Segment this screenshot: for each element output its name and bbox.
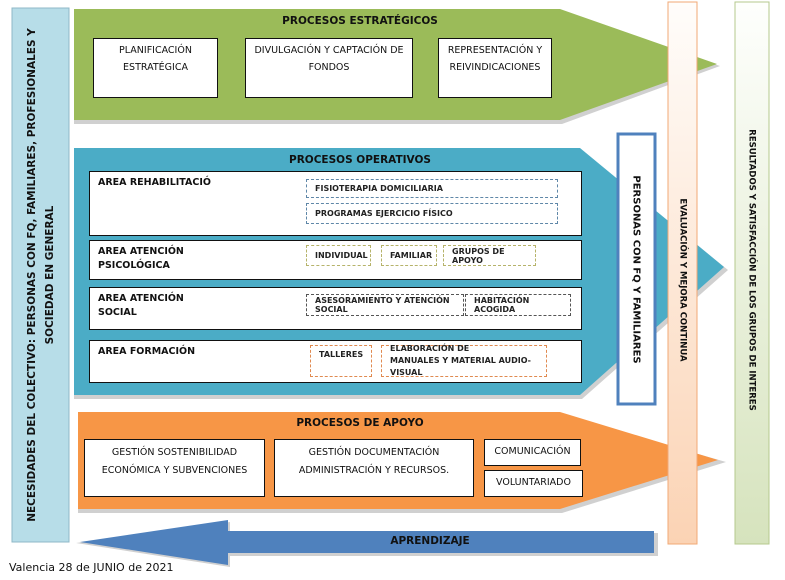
chip-asesoramiento[interactable]: ASESORAMIENTO Y ATENCIÓN SOCIAL <box>306 294 464 316</box>
apoyo-box-comunicacion[interactable]: COMUNICACIÓN <box>484 439 581 466</box>
estrategicos-box-representacion[interactable]: REPRESENTACIÓN Y REIVINDICACIONES <box>438 38 552 98</box>
chip-programas-ejercicio[interactable]: PROGRAMAS EJERCICIO FÍSICO <box>306 203 558 224</box>
box-line1: REPRESENTACIÓN Y <box>447 45 543 56</box>
box-line1: PLANIFICACIÓN <box>119 45 192 56</box>
box-line2: ADMINISTRACIÓN Y RECURSOS. <box>298 465 450 476</box>
evaluacion-bar-label: EVALUACIÓN Y MEJORA CONTINUA <box>668 160 697 400</box>
box-line1: VOLUNTARIADO <box>496 477 571 488</box>
area-social-label: AREA ATENCIÓN SOCIAL <box>98 292 184 320</box>
chip-label: INDIVIDUAL <box>315 251 368 260</box>
resultados-bar-label: RESULTADOS Y SATISFACCIÓN DE LOS GRUPOS … <box>735 120 769 420</box>
left-bar-line2: SOCIEDAD EN GENERAL <box>43 205 56 345</box>
area-rehabilitacion-label: AREA REHABILITACIÓ <box>98 177 211 188</box>
left-bar-line1: NECESIDADES DEL COLECTIVO: PERSONAS CON … <box>25 28 38 522</box>
apoyo-box-voluntariado[interactable]: VOLUNTARIADO <box>484 470 583 497</box>
box-line2: FONDOS <box>308 62 350 73</box>
area-psicologica-label: AREA ATENCIÓN PSICOLÓGICA <box>98 245 184 273</box>
chip-fisioterapia[interactable]: FISIOTERAPIA DOMICILIARIA <box>306 179 558 198</box>
evaluacion-text: EVALUACIÓN Y MEJORA CONTINUA <box>677 198 688 362</box>
aprendizaje-arrow <box>80 520 654 565</box>
chip-familiar[interactable]: FAMILIAR <box>381 245 437 266</box>
chip-talleres[interactable]: TALLERES <box>310 345 372 377</box>
area-formacion-label: AREA FORMACIÓN <box>98 346 196 357</box>
box-line1: DIVULGACIÓN Y CAPTACIÓN DE <box>254 45 404 56</box>
chip-label-line2: MANUALES Y MATERIAL AUDIO-VISUAL <box>390 356 531 377</box>
label-line2: SOCIAL <box>98 307 137 318</box>
box-line2: ECONÓMICA Y SUBVENCIONES <box>101 465 248 476</box>
box-line2: ESTRATÉGICA <box>123 62 188 73</box>
box-line1: COMUNICACIÓN <box>494 446 571 457</box>
evaluacion-bar-shape <box>667 1 698 545</box>
estrategicos-box-divulgacion[interactable]: DIVULGACIÓN Y CAPTACIÓN DE FONDOS <box>245 38 413 98</box>
label-line2: PSICOLÓGICA <box>98 260 170 271</box>
chip-label: GRUPOS DE APOYO <box>452 246 505 265</box>
chip-label: FISIOTERAPIA DOMICILIARIA <box>315 184 443 193</box>
footer-date: Valencia 28 de JUNIO de 2021 <box>9 561 174 574</box>
left-bar-label: NECESIDADES DEL COLECTIVO: PERSONAS CON … <box>12 8 69 542</box>
estrategicos-title: PROCESOS ESTRATÉGICOS <box>282 15 438 27</box>
apoyo-title: PROCESOS DE APOYO <box>296 417 424 429</box>
apoyo-box-sostenibilidad[interactable]: GESTIÓN SOSTENIBILIDAD ECONÓMICA Y SUBVE… <box>84 439 265 497</box>
label-line1: AREA ATENCIÓN <box>98 246 184 257</box>
label-line1: AREA ATENCIÓN <box>98 293 184 304</box>
personas-box-label: PERSONAS CON FQ Y FAMILIARES <box>618 134 655 404</box>
box-line1: GESTIÓN SOSTENIBILIDAD <box>111 447 238 458</box>
apoyo-box-documentacion[interactable]: GESTIÓN DOCUMENTACIÓN ADMINISTRACIÓN Y R… <box>274 439 474 497</box>
chip-label: TALLERES <box>319 350 364 359</box>
personas-text: PERSONAS CON FQ Y FAMILIARES <box>631 174 642 364</box>
chip-label: HABITACIÓN ACOGIDA <box>474 296 530 314</box>
chip-habitacion-acogida[interactable]: HABITACIÓN ACOGIDA <box>465 294 571 316</box>
resultados-bar-shape <box>734 1 770 545</box>
operativos-title: PROCESOS OPERATIVOS <box>289 154 431 166</box>
box-line2: REIVINDICACIONES <box>449 62 541 73</box>
chip-label: ASESORAMIENTO Y ATENCIÓN SOCIAL <box>315 296 450 314</box>
estrategicos-box-planificacion[interactable]: PLANIFICACIÓN ESTRATÉGICA <box>93 38 218 98</box>
left-bar-shape <box>11 7 70 543</box>
resultados-text: RESULTADOS Y SATISFACCIÓN DE LOS GRUPOS … <box>747 129 757 411</box>
chip-individual[interactable]: INDIVIDUAL <box>306 245 371 266</box>
chip-label: FAMILIAR <box>390 251 433 260</box>
box-line1: GESTIÓN DOCUMENTACIÓN <box>308 447 440 458</box>
aprendizaje-label: APRENDIZAJE <box>390 535 470 547</box>
chip-label-line1: ELABORACIÓN DE <box>390 344 470 353</box>
personas-box-shape <box>616 132 657 406</box>
chip-elaboracion-manuales[interactable]: ELABORACIÓN DE MANUALES Y MATERIAL AUDIO… <box>381 344 547 377</box>
chip-grupos-apoyo[interactable]: GRUPOS DE APOYO <box>443 245 536 266</box>
chip-label: PROGRAMAS EJERCICIO FÍSICO <box>315 209 453 218</box>
